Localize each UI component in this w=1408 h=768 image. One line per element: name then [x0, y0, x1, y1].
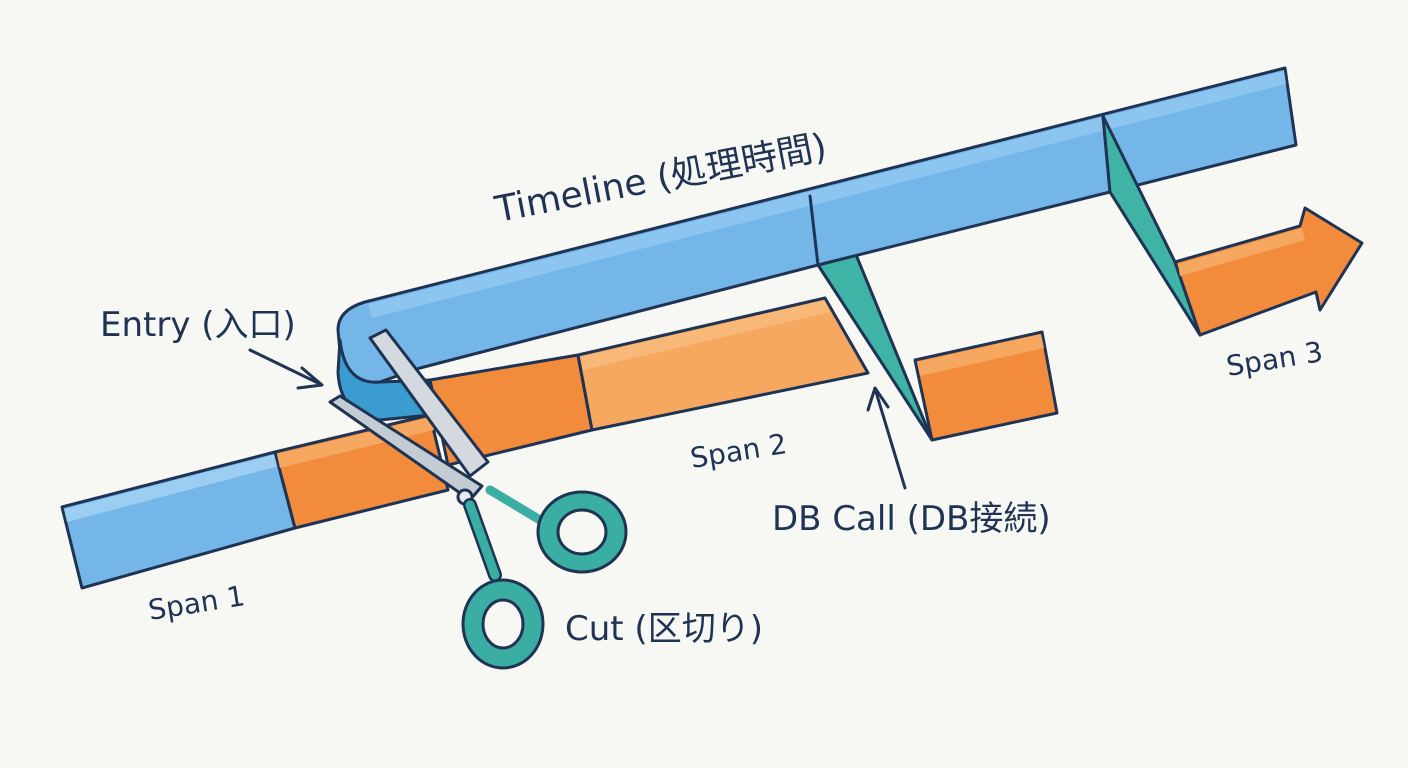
cut-label: Cut (区切り): [565, 609, 763, 649]
db-call-label: DB Call (DB接続): [772, 499, 1051, 539]
arrowhead-icon: [866, 386, 890, 412]
scissor-ring-left-hole: [481, 598, 525, 650]
entry-arrow: [248, 348, 324, 390]
scissor-ring-right-hole: [556, 508, 608, 556]
span1-ribbon-highlight: [64, 454, 279, 522]
span2-label: Span 2: [688, 427, 789, 475]
span3-label: Span 3: [1224, 335, 1325, 383]
db-call-block-highlight: [917, 334, 1044, 376]
scissors-icon: [328, 328, 628, 670]
arrowhead-icon: [296, 366, 324, 390]
scissor-blade-upper: [368, 328, 490, 478]
timeline-divider-1: [808, 194, 820, 267]
span1-label: Span 1: [146, 579, 247, 627]
entry-label: Entry (入口): [100, 305, 296, 345]
scissor-blade-lower: [328, 394, 484, 502]
db-call-arrow: [866, 386, 907, 490]
scissor-handle-right-fill: [485, 485, 545, 525]
span2-segment: [576, 296, 870, 432]
span1-ribbon: [60, 450, 297, 590]
span3-arrow: [1173, 206, 1364, 337]
span3-arrow-highlight: [1178, 228, 1305, 276]
timeline-ribbon-highlight: [368, 71, 1286, 318]
scissor-handle-left-fill: [465, 500, 500, 580]
span2-segment-highlight: [580, 300, 830, 370]
